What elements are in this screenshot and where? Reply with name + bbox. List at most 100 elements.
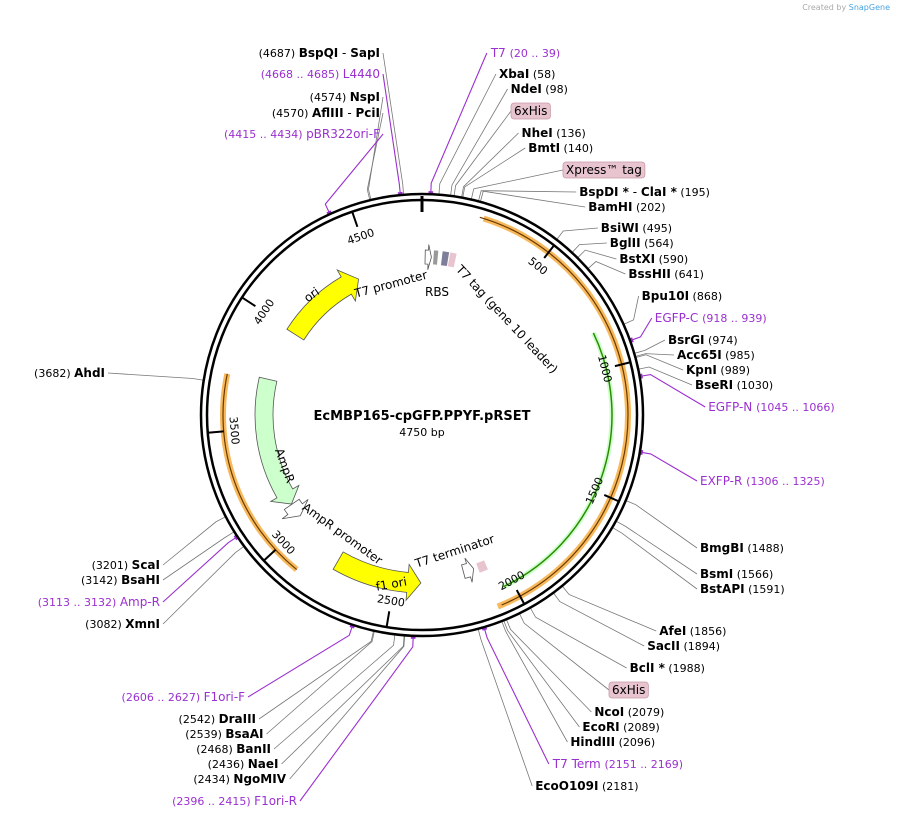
snapgene-logo: SnapGene [848, 3, 890, 12]
label-part: BmtI [528, 141, 560, 155]
label-part: (2468) [196, 743, 236, 756]
label-ecori-46: EcoRI (2089) [582, 720, 659, 734]
label-part: AfeI [659, 624, 686, 638]
label-part: BssHII [628, 267, 670, 281]
label-part: (868) [689, 290, 722, 303]
leader-ecoo109i-49 [477, 628, 533, 787]
label-part: (1591) [745, 583, 785, 596]
label-acc65i-33: Acc65I (985) [677, 348, 755, 362]
leader-xmni-9 [162, 545, 245, 625]
label-part: BmgBI [700, 541, 744, 555]
label-part: (1856) [686, 625, 726, 638]
label-egfp-c-31: EGFP-C (918 .. 939) [655, 311, 767, 325]
leader-kpni-34 [635, 354, 684, 371]
site-labels: (4687) BspQI - SapI(4668 .. 4685) L4440(… [34, 46, 835, 808]
label-ndei-19: NdeI (98) [511, 82, 568, 96]
t7-terminator-arrow [461, 557, 475, 583]
label-hindiii-47: HindIII (2096) [570, 735, 655, 749]
cds-band-left-line [222, 373, 298, 571]
label-part: (2181) [598, 780, 638, 793]
tick-mark-3000 [263, 549, 277, 562]
label-part: T7 Term [552, 757, 605, 771]
label-part: NcoI [594, 705, 624, 719]
leader-nspi-2 [368, 96, 384, 201]
tag-box-6xhis-44 [608, 681, 649, 699]
label-part: (202) [632, 201, 665, 214]
label-part: (2151 .. 2169) [604, 758, 683, 771]
primer-mark-exfp-r-37 [640, 449, 644, 455]
snapgene-credit: Created by SnapGene [802, 3, 890, 12]
label-bstapi-40: BstAPI (1591) [700, 582, 785, 596]
leader-banii-13 [273, 634, 396, 750]
tick-label-2500: 2500 [376, 592, 406, 609]
label-part: (1045 .. 1066) [756, 401, 835, 414]
label-part: 6xHis [514, 104, 547, 118]
label-part: EcoRI [582, 720, 619, 734]
label-amp-r-8: (3113 .. 3132) Amp-R [38, 595, 160, 609]
label-6xhis-20: 6xHis [514, 104, 547, 118]
label-part: (2539) [185, 728, 225, 741]
label-part: (3682) [34, 367, 74, 380]
label-pbr322ori-f-4: (4415 .. 4434) pBR322ori-F [224, 127, 380, 141]
label-part: Xpress™ tag [566, 163, 642, 177]
leader-ecori-46 [503, 620, 580, 728]
tick-mark-1500 [603, 494, 620, 503]
label-part: NaeI [248, 757, 279, 771]
label-f1ori-f-10: (2606 .. 2627) F1ori-F [122, 690, 246, 704]
label-part: BanII [236, 742, 271, 756]
label-part: (20 .. 39) [510, 47, 561, 60]
label-exfp-r-37: EXFP-R (1306 .. 1325) [700, 474, 825, 488]
label-part: (58) [529, 68, 555, 81]
label-part: (2396 .. 2415) [172, 795, 254, 808]
leader-t7-17 [430, 52, 488, 193]
label-afliii-3: (4570) AflIII - PciI [272, 106, 380, 120]
label-f1ori-r-16: (2396 .. 2415) F1ori-R [172, 794, 297, 808]
backbone-outer-ring [199, 192, 645, 638]
label-part: NspI [350, 90, 380, 104]
t7-tag-mark [440, 251, 450, 267]
leader-xpress-tag-23 [470, 169, 564, 200]
label-part: - [344, 106, 356, 120]
leader-nhei-21 [461, 132, 519, 198]
f1-ori-arrow [332, 551, 422, 602]
label-part: BspQI [299, 46, 339, 60]
t7-promoter-arrow [424, 244, 432, 270]
label-part: BstXI [619, 252, 655, 266]
tick-label-3500: 3500 [227, 416, 242, 445]
label-part: ScaI [132, 558, 160, 572]
label-part: Bpu10I [642, 289, 689, 303]
label-kpni-34: KpnI (989) [686, 363, 750, 377]
label-part: (2436) [208, 758, 248, 771]
leader-hindiii-47 [501, 620, 568, 743]
label-leader-lines [107, 52, 706, 802]
label-part: BspDI * [579, 185, 629, 199]
tag-box-xpress-tag-23 [562, 161, 646, 179]
tick-label-500: 500 [526, 255, 551, 278]
tick-label-2000: 2000 [496, 568, 527, 593]
label-bpu10i-30: Bpu10I (868) [642, 289, 723, 303]
primer-mark-t7-term-48 [482, 627, 488, 631]
label-part: BglII [610, 236, 641, 250]
label-part: (989) [717, 364, 750, 377]
label-part: (3082) [85, 618, 125, 631]
label-part: pBR322ori-F [306, 127, 380, 141]
leader-afliii-3 [366, 112, 384, 201]
tick-mark-4500 [351, 211, 359, 228]
label-bsrgi-32: BsrGI (974) [668, 333, 738, 347]
label-ncoi-45: NcoI (2079) [594, 705, 664, 719]
leader-bsahi-7 [162, 531, 235, 581]
label-bmti-22: BmtI (140) [528, 141, 593, 155]
leader-bstxi-28 [577, 249, 617, 260]
label-part: BseRI [695, 378, 733, 392]
label-ngomiv-15: (2434) NgoMIV [193, 772, 286, 786]
label-part: (195) [677, 186, 710, 199]
leader-bsmi-39 [615, 520, 698, 575]
label-part: EGFP-C [655, 311, 702, 325]
plasmid-name: EcMBP165-cpGFP.PPYF.pRSET [314, 409, 531, 424]
primer-mark-pbr322ori-f-4 [326, 210, 332, 215]
f1-ori-label: f1 ori [375, 574, 408, 593]
ori-arrow [286, 269, 360, 341]
label-bspqi-0: (4687) BspQI - SapI [259, 46, 380, 60]
label-part: (985) [722, 349, 755, 362]
label-part: Acc65I [677, 348, 722, 362]
